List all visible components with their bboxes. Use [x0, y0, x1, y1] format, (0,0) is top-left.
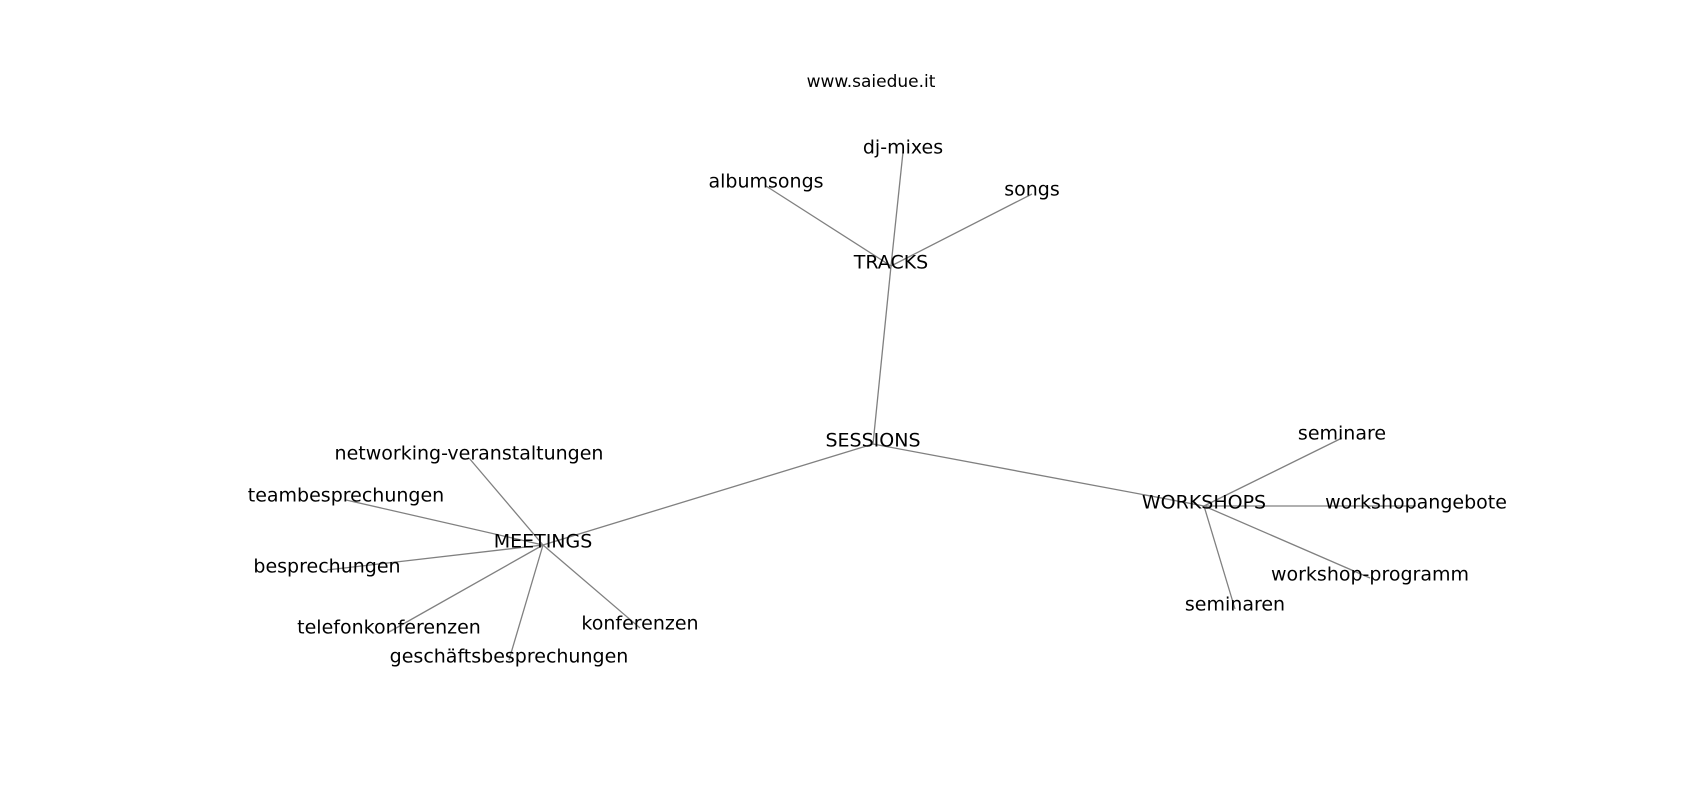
edge-workshops-workshop-programm — [1203, 505, 1371, 579]
node-konferenzen: konferenzen — [581, 613, 698, 635]
edge-sessions-tracks — [872, 265, 892, 445]
edge-sessions-workshops — [872, 443, 1205, 507]
node-meetings: MEETINGS — [494, 531, 593, 553]
edge-meetings-geschaeftsbesprechungen — [508, 544, 544, 661]
node-seminaren: seminaren — [1185, 594, 1285, 616]
node-sessions: SESSIONS — [825, 430, 920, 452]
node-geschaeftsbesprechungen: geschäftsbesprechungen — [390, 646, 629, 668]
node-teambesprechungen: teambesprechungen — [248, 485, 444, 507]
edge-meetings-telefonkonferenzen — [388, 544, 544, 633]
edge-meetings-teambesprechungen — [345, 499, 544, 546]
source-url: www.saiedue.it — [807, 72, 936, 92]
edge-tracks-dj-mixes — [890, 151, 904, 267]
node-songs: songs — [1004, 179, 1060, 201]
node-workshops: WORKSHOPS — [1142, 492, 1266, 514]
node-seminare: seminare — [1298, 423, 1386, 445]
edge-tracks-albumsongs — [765, 185, 892, 267]
node-besprechungen: besprechungen — [253, 556, 400, 578]
edge-sessions-meetings — [542, 443, 874, 546]
edge-workshops-seminaren — [1203, 505, 1236, 610]
edge-meetings-networking — [468, 457, 544, 546]
node-tracks: TRACKS — [853, 252, 929, 274]
edge-layer — [326, 151, 1416, 661]
label-layer: www.saiedue.it SESSIONS TRACKS MEETINGS WOR… — [248, 72, 1507, 668]
node-workshop-programm: workshop-programm — [1271, 564, 1469, 586]
node-albumsongs: albumsongs — [708, 171, 823, 193]
edge-workshops-seminare — [1203, 437, 1343, 507]
node-telefonkonferenzen: telefonkonferenzen — [297, 617, 481, 639]
node-workshopangebote: workshopangebote — [1325, 492, 1507, 514]
node-dj-mixes: dj-mixes — [863, 137, 943, 159]
edge-meetings-konferenzen — [542, 544, 641, 629]
node-networking: networking-veranstaltungen — [335, 443, 604, 465]
edge-tracks-songs — [890, 193, 1033, 267]
edge-meetings-besprechungen — [326, 544, 544, 571]
